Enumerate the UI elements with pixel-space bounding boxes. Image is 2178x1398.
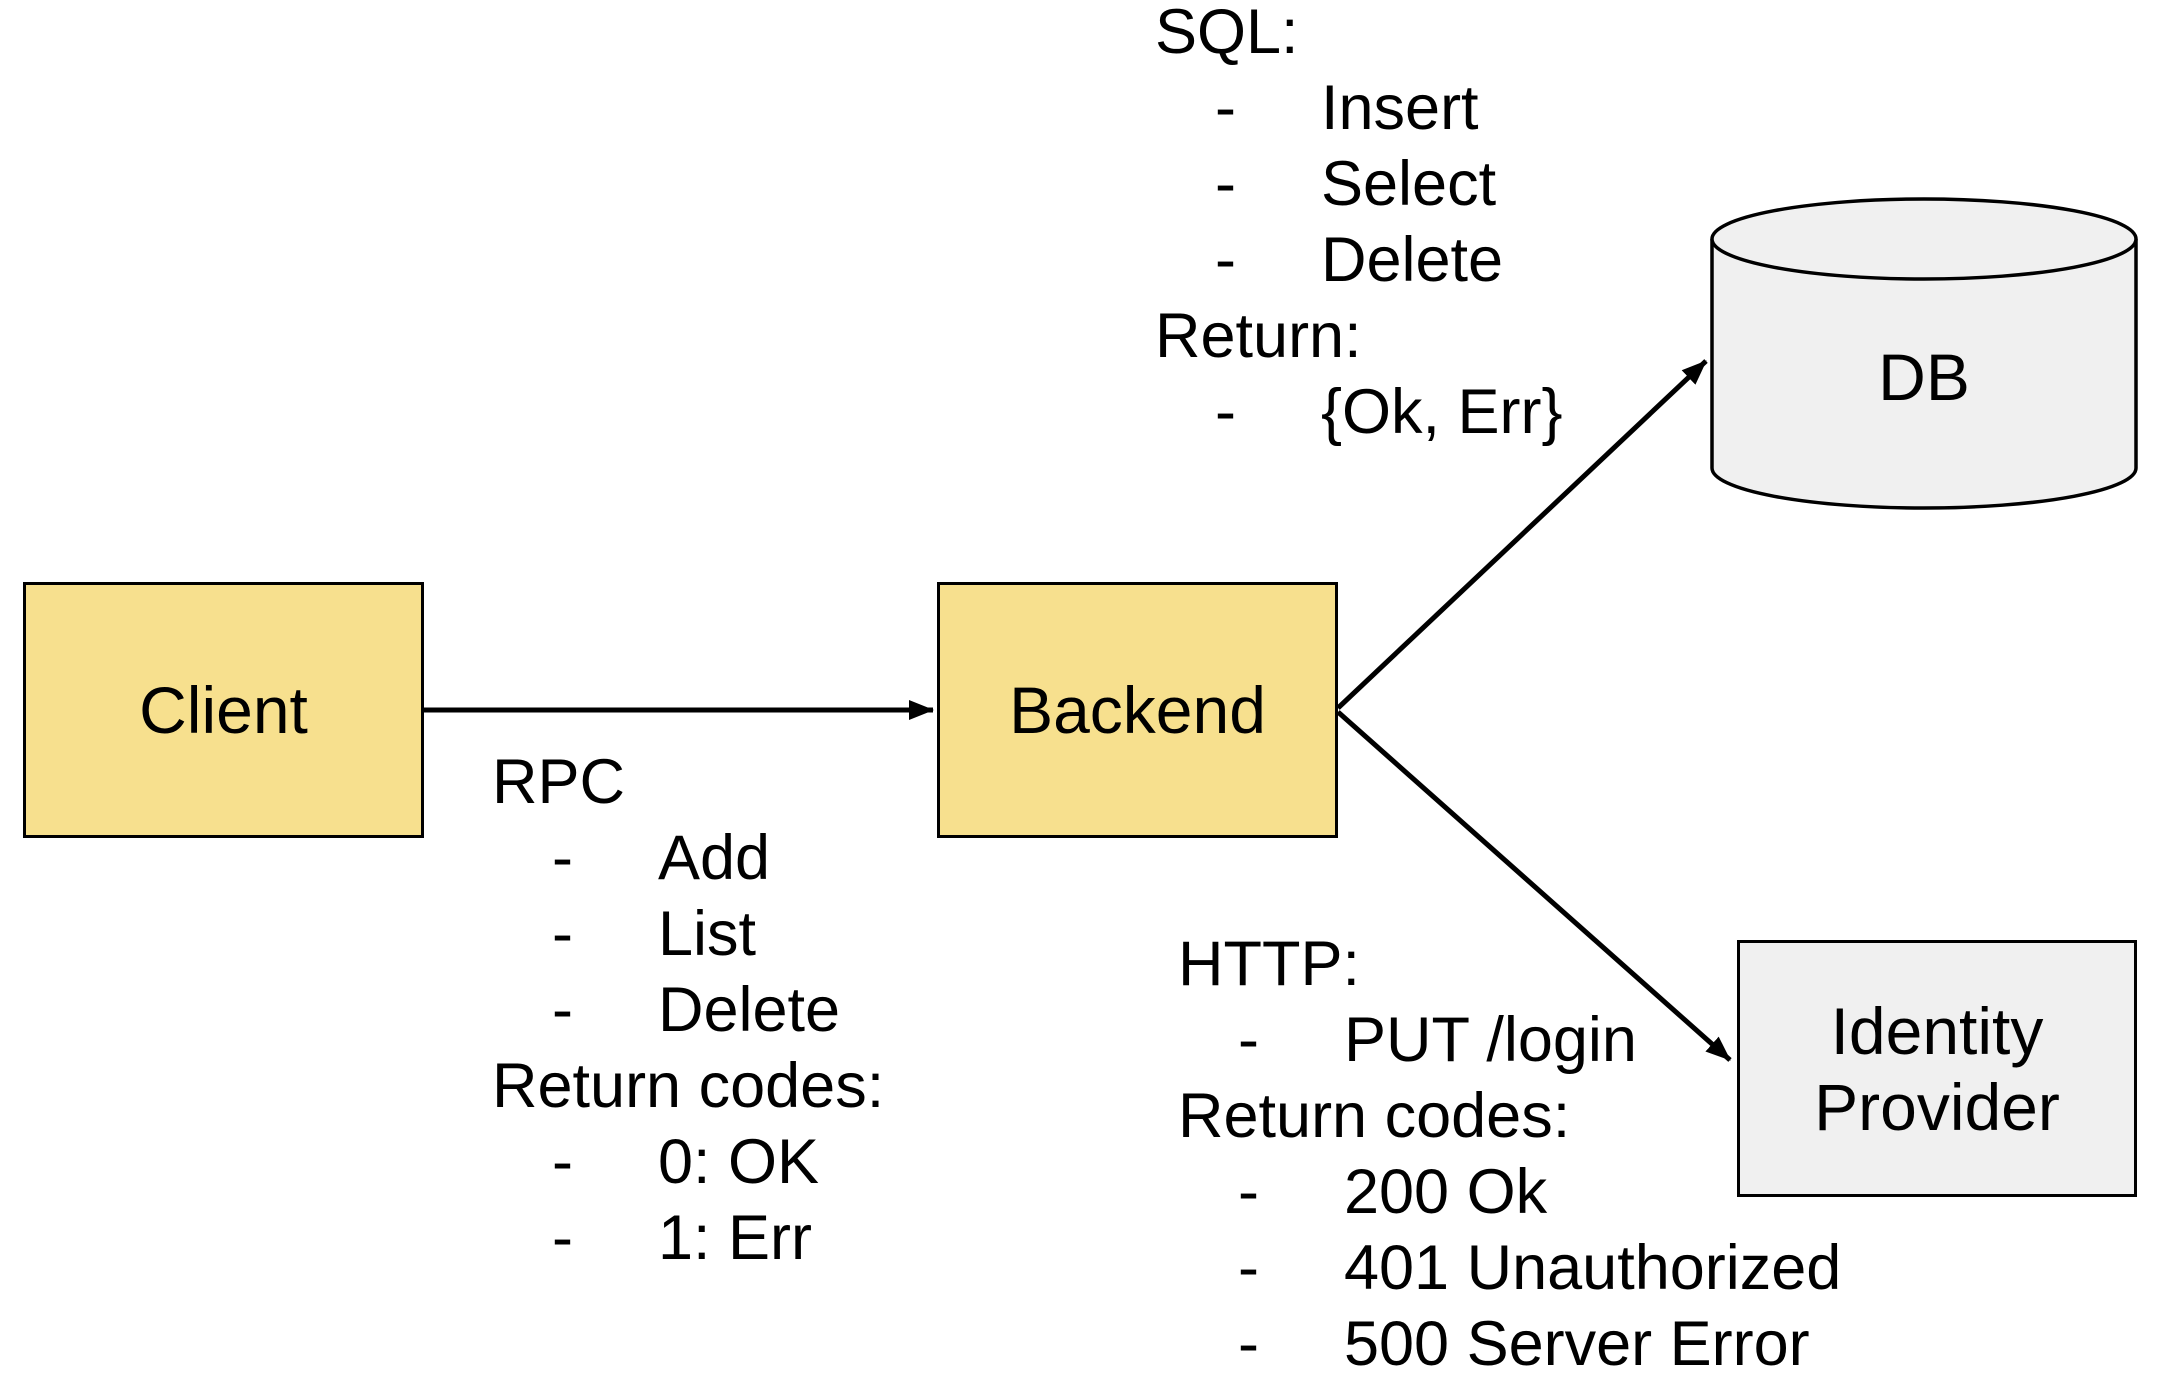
db-node: DB <box>1710 195 2138 514</box>
annotation-line: - 500 Server Error <box>1178 1306 1841 1382</box>
backend-label: Backend <box>1009 673 1266 747</box>
annotation-text: Delete <box>1320 225 1504 295</box>
db-label: DB <box>1878 340 1970 414</box>
annotation-line: Return codes: <box>492 1051 885 1121</box>
bullet-dash: - <box>552 1127 573 1197</box>
annotation-line: - Insert <box>1155 70 1563 146</box>
annotation-line: - {Ok, Err} <box>1155 374 1563 450</box>
client-node: Client <box>23 582 424 838</box>
annotation-line: - Select <box>1155 146 1563 222</box>
identity-provider-label: Identity Provider <box>1814 993 2060 1144</box>
annotation-text: List <box>657 899 757 969</box>
bullet-dash: - <box>552 823 573 893</box>
annotation-line: - 200 Ok <box>1178 1154 1841 1230</box>
annotation-line: - List <box>492 896 884 972</box>
bullet-dash: - <box>1238 1157 1259 1227</box>
annotation-line: Return codes: <box>1178 1081 1571 1151</box>
annotation-line: - Delete <box>1155 222 1563 298</box>
annotation-line: Return: <box>1155 301 1362 371</box>
annotation-text: Insert <box>1320 73 1479 143</box>
db-cylinder-shape <box>1710 197 2138 510</box>
annotation-text: 401 Unauthorized <box>1343 1233 1842 1303</box>
bullet-dash: - <box>1215 377 1236 447</box>
annotation-text: 500 Server Error <box>1343 1309 1810 1379</box>
bullet-dash: - <box>1215 149 1236 219</box>
bullet-dash: - <box>552 899 573 969</box>
annotation-text: {Ok, Err} <box>1320 377 1563 447</box>
annotation-line: - 1: Err <box>492 1200 884 1276</box>
annotation-text: PUT /login <box>1343 1005 1637 1075</box>
backend-node: Backend <box>937 582 1338 838</box>
annotation-line: HTTP: <box>1178 929 1360 999</box>
annotation-text: 1: Err <box>657 1203 813 1273</box>
annotation-text: Delete <box>657 975 841 1045</box>
annotation-line: - PUT /login <box>1178 1002 1841 1078</box>
client-label: Client <box>139 673 308 747</box>
arrow-backend-db <box>1336 359 1708 710</box>
annotation-line: - 401 Unauthorized <box>1178 1230 1841 1306</box>
annotation-text: 0: OK <box>657 1127 820 1197</box>
identity-provider-node: Identity Provider <box>1737 940 2137 1197</box>
bullet-dash: - <box>552 1203 573 1273</box>
annotation-line: - 0: OK <box>492 1124 884 1200</box>
annotation-line: RPC <box>492 747 626 817</box>
annotation-line: SQL: <box>1155 0 1299 67</box>
annotation-text: Select <box>1320 149 1497 219</box>
arrow-backend-identity-provider <box>1336 710 1732 1062</box>
annotation-text: Add <box>657 823 771 893</box>
bullet-dash: - <box>1238 1309 1259 1379</box>
annotation-line: - Delete <box>492 972 884 1048</box>
annotation-text: 200 Ok <box>1343 1157 1548 1227</box>
bullet-dash: - <box>1215 225 1236 295</box>
bullet-dash: - <box>1238 1005 1259 1075</box>
annotation-line: - Add <box>492 820 884 896</box>
bullet-dash: - <box>1215 73 1236 143</box>
bullet-dash: - <box>552 975 573 1045</box>
bullet-dash: - <box>1238 1233 1259 1303</box>
